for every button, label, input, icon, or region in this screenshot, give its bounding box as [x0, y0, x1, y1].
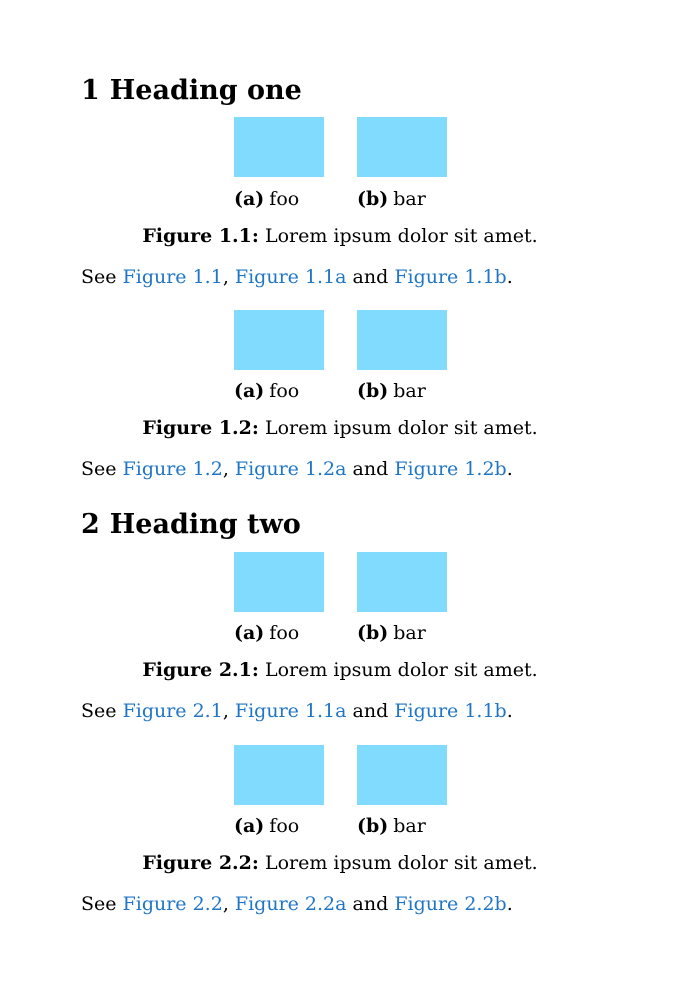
figure-caption-text: Lorem ipsum dolor sit amet.	[264, 852, 538, 874]
figure-link[interactable]: Figure 1.2	[122, 458, 223, 480]
subfigure-tag: (a)	[234, 380, 265, 402]
reference-paragraph: See Figure 1.1, Figure 1.1a and Figure 1…	[81, 265, 513, 289]
figure-caption-label: Figure 1.1:	[142, 225, 259, 247]
subfigure-tag: (a)	[234, 815, 265, 837]
figure-caption-text: Lorem ipsum dolor sit amet.	[264, 225, 538, 247]
figure-link[interactable]: Figure 2.2	[122, 893, 223, 915]
subfigure-b-caption: (b)bar	[357, 379, 426, 403]
subfigure-a-link[interactable]: Figure 1.2a	[234, 458, 347, 480]
paragraph-text: .	[506, 893, 513, 915]
section-heading: 2 Heading two	[81, 508, 301, 542]
paragraph-text: and	[352, 700, 389, 722]
subfigure-b-link[interactable]: Figure 1.2b	[394, 458, 507, 480]
figure-caption: Figure 1.1: Lorem ipsum dolor sit amet.	[0, 224, 680, 248]
subfigure-b-link[interactable]: Figure 1.1b	[394, 266, 507, 288]
paragraph-text: ,	[222, 893, 229, 915]
section-number: 2	[81, 509, 100, 540]
figure-link[interactable]: Figure 1.1	[122, 266, 223, 288]
subfigure-a-caption: (a)foo	[234, 814, 299, 838]
subfigure-a-placeholder	[234, 117, 324, 177]
figure-caption-label: Figure 2.1:	[142, 659, 259, 681]
figure-caption-label: Figure 2.2:	[142, 852, 259, 874]
subfigure-b-caption: (b)bar	[357, 187, 426, 211]
figure-caption-label: Figure 1.2:	[142, 417, 259, 439]
reference-paragraph: See Figure 1.2, Figure 1.2a and Figure 1…	[81, 457, 513, 481]
subfigure-text: foo	[269, 622, 300, 644]
subfigure-tag: (a)	[234, 188, 265, 210]
subfigure-text: bar	[393, 815, 426, 837]
paragraph-text: See	[81, 700, 117, 722]
subfigure-tag: (b)	[357, 815, 389, 837]
subfigure-b-placeholder	[357, 117, 447, 177]
subfigure-tag: (b)	[357, 622, 389, 644]
paragraph-text: .	[506, 700, 513, 722]
paragraph-text: and	[352, 458, 389, 480]
subfigure-b-placeholder	[357, 552, 447, 612]
section-title: Heading two	[109, 509, 301, 540]
reference-paragraph: See Figure 2.1, Figure 1.1a and Figure 1…	[81, 699, 513, 723]
subfigure-text: foo	[269, 815, 300, 837]
subfigure-text: bar	[393, 622, 426, 644]
paragraph-text: .	[506, 458, 513, 480]
figure-caption: Figure 2.2: Lorem ipsum dolor sit amet.	[0, 851, 680, 875]
subfigure-text: bar	[393, 380, 426, 402]
subfigure-text: bar	[393, 188, 426, 210]
subfigure-tag: (b)	[357, 188, 389, 210]
subfigure-a-link[interactable]: Figure 1.1a	[234, 700, 347, 722]
subfigure-a-link[interactable]: Figure 1.1a	[234, 266, 347, 288]
paragraph-text: See	[81, 266, 117, 288]
figure-caption: Figure 1.2: Lorem ipsum dolor sit amet.	[0, 416, 680, 440]
subfigure-a-placeholder	[234, 745, 324, 805]
paragraph-text: See	[81, 458, 117, 480]
paragraph-text: .	[506, 266, 513, 288]
reference-paragraph: See Figure 2.2, Figure 2.2a and Figure 2…	[81, 892, 513, 916]
subfigure-a-placeholder	[234, 310, 324, 370]
figure-link[interactable]: Figure 2.1	[122, 700, 223, 722]
subfigure-tag: (b)	[357, 380, 389, 402]
subfigure-a-caption: (a)foo	[234, 379, 299, 403]
subfigure-tag: (a)	[234, 622, 265, 644]
paragraph-text: ,	[222, 458, 229, 480]
section-title: Heading one	[109, 75, 302, 106]
subfigure-a-caption: (a)foo	[234, 621, 299, 645]
paragraph-text: and	[352, 266, 389, 288]
subfigure-b-link[interactable]: Figure 2.2b	[394, 893, 507, 915]
section-number: 1	[81, 75, 100, 106]
subfigure-text: foo	[269, 380, 300, 402]
subfigure-b-caption: (b)bar	[357, 621, 426, 645]
subfigure-b-placeholder	[357, 745, 447, 805]
subfigure-b-caption: (b)bar	[357, 814, 426, 838]
paragraph-text: ,	[222, 266, 229, 288]
paragraph-text: and	[352, 893, 389, 915]
subfigure-text: foo	[269, 188, 300, 210]
section-heading: 1 Heading one	[81, 74, 302, 108]
subfigure-b-placeholder	[357, 310, 447, 370]
subfigure-b-link[interactable]: Figure 1.1b	[394, 700, 507, 722]
figure-caption: Figure 2.1: Lorem ipsum dolor sit amet.	[0, 658, 680, 682]
subfigure-a-placeholder	[234, 552, 324, 612]
subfigure-a-link[interactable]: Figure 2.2a	[234, 893, 347, 915]
figure-caption-text: Lorem ipsum dolor sit amet.	[264, 659, 538, 681]
figure-caption-text: Lorem ipsum dolor sit amet.	[264, 417, 538, 439]
paragraph-text: See	[81, 893, 117, 915]
subfigure-a-caption: (a)foo	[234, 187, 299, 211]
paragraph-text: ,	[222, 700, 229, 722]
